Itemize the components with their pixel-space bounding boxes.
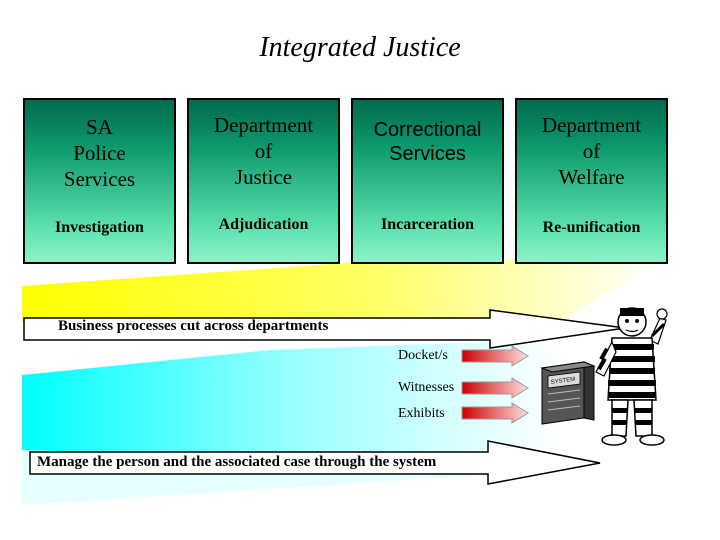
dept-box-justice: Department of Justice Adjudication (187, 98, 340, 264)
witnesses-label: Witnesses (398, 380, 455, 395)
exhibits-arrow (461, 402, 529, 424)
dept-function-welfare: Re-unification (542, 219, 641, 236)
dept-name-correctional: Correctional Services (373, 119, 482, 165)
dept-function-correctional: Incarceration (380, 216, 474, 233)
dept-box-welfare: Department of Welfare Re-unification (515, 98, 668, 264)
dept-function-police: Investigation (55, 219, 144, 236)
dept-name-police: SA Police Services (63, 115, 136, 191)
prisoner-icon (595, 307, 668, 446)
exhibits-label: Exhibits (398, 406, 445, 421)
dept-box-correctional: Correctional Services Incarceration (351, 98, 504, 264)
manage-arrow-shape (29, 440, 601, 485)
business-processes-label: Business processes cut across department… (58, 318, 329, 334)
manage-case-label: Manage the person and the associated cas… (37, 454, 437, 470)
yellow-band (22, 256, 665, 322)
dept-name-justice: Department of Justice (213, 113, 314, 189)
dept-name-welfare: Department of Welfare (541, 113, 642, 189)
dept-function-justice: Adjudication (218, 216, 309, 233)
svg-text:SYSTEM: SYSTEM (550, 377, 575, 386)
server-cabinet-icon: SYSTEM (540, 361, 596, 425)
business-arrow-shape (23, 309, 626, 349)
cyan-band (22, 340, 560, 470)
witnesses-arrow (461, 377, 529, 399)
docket-arrow (461, 345, 529, 367)
page-title: Integrated Justice (259, 32, 461, 63)
dept-box-police: SA Police Services Investigation (23, 98, 176, 264)
docket-label: Docket/s (398, 348, 448, 363)
